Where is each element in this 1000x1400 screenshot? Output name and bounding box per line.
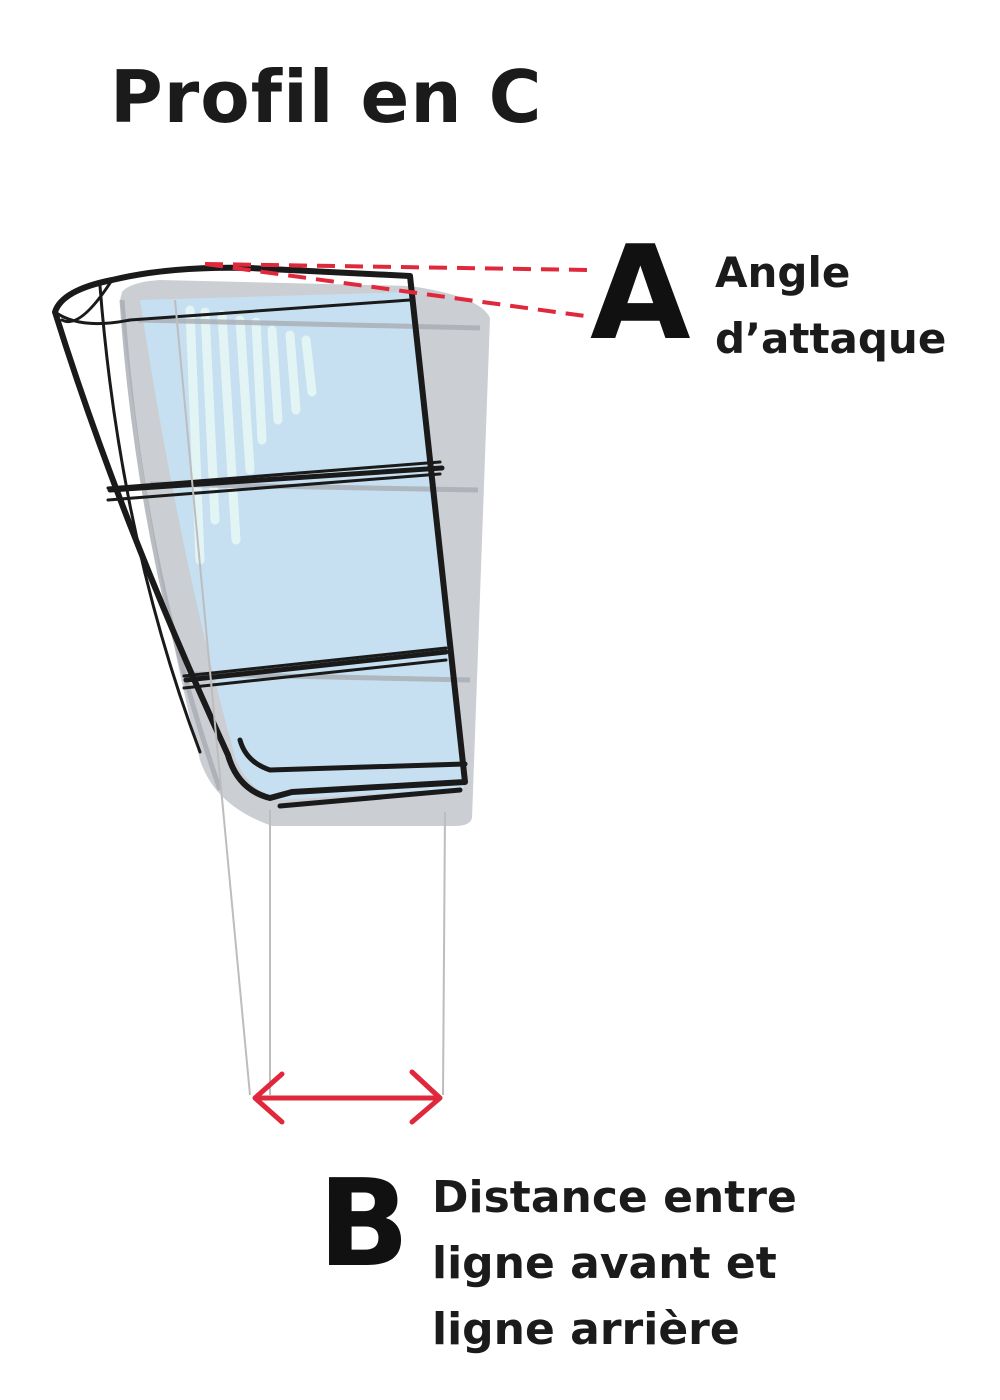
distance-arrow (252, 1069, 443, 1125)
marker-a-label: Angle d’attaque (715, 240, 985, 372)
marker-a-label-line: Angle (715, 248, 851, 297)
marker-b-label-line: ligne avant et (432, 1238, 777, 1289)
panel-front-grid (53, 278, 448, 754)
page-title: Profil en C (110, 55, 543, 139)
marker-a-letter: A (590, 217, 691, 369)
marker-b-label-line: ligne arrière (432, 1304, 740, 1355)
marker-a-label-line: d’attaque (715, 314, 947, 363)
panel-inner-lines (119, 299, 481, 791)
marker-b-letter: B (318, 1155, 410, 1294)
marker-b-label: Distance entre ligne avant et ligne arri… (432, 1165, 952, 1363)
glass-highlight (185, 305, 317, 565)
projection-guides (174, 299, 446, 1096)
panel-bands (107, 465, 449, 683)
marker-b-label-line: Distance entre (432, 1172, 797, 1223)
panel-bottom-edge (237, 737, 468, 809)
angle-of-attack-lines (204, 262, 591, 318)
